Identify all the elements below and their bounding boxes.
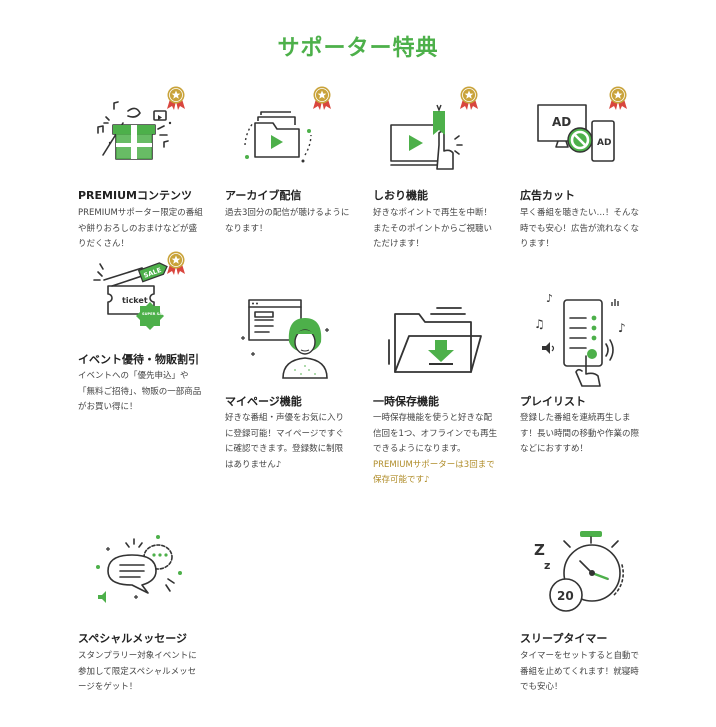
svg-text:♪: ♪ <box>546 292 553 305</box>
feature-desc: イベントへの「優先申込」や「無料ご招待」、物販の一部商品がお買い得に！ <box>78 371 202 412</box>
feature-note: PREMIUMサポーターは3回まで保存可能です♪ <box>373 459 495 486</box>
svg-text:♫: ♫ <box>534 317 545 331</box>
feature-title: マイページ機能 <box>225 395 302 408</box>
feature-desc: タイマーをセットすると自動で番組を止めてくれます！就寝時でも安心！ <box>520 651 640 692</box>
mypage-avatar-icon <box>241 299 329 379</box>
feature-desc: スタンプラリー対象イベントに参加して限定スペシャルメッセージをゲット！ <box>78 651 197 692</box>
feature-desc: 早く番組を聴きたい…！そんな時でも安心！広告が流れなくなります！ <box>520 208 640 249</box>
feature-title: スペシャルメッセージ <box>78 632 188 645</box>
download-folder-icon <box>388 307 482 373</box>
feature-title: イベント優待・物販割引 <box>78 353 199 366</box>
feature-desc: 好きな番組・声優をお気に入りに登録可能！マイページですぐに確認できます。登録数に… <box>225 413 345 470</box>
feature-desc: 一時保存機能を使うと好きな配信回を1つ、オフラインでも再生できるようになります。… <box>373 411 499 489</box>
feature-title: PREMIUMコンテンツ <box>78 189 192 202</box>
ad-block-icon: AD AD <box>537 86 628 162</box>
ticket-sale-icon: ticket SALE SUPER SALE <box>93 251 186 330</box>
archive-folder-icon <box>244 86 332 163</box>
feature-title: プレイリスト <box>520 395 586 408</box>
feature-desc: PREMIUMサポーター限定の番組や餅りおろしのおまけなどが盛りだくさん！ <box>78 208 203 249</box>
timer-value: 20 <box>557 589 574 603</box>
sleep-z-big: Z <box>534 541 545 559</box>
svg-text:♪: ♪ <box>618 321 626 335</box>
message-bubbles-icon <box>96 535 182 603</box>
sleep-timer-icon: 20 Z z <box>534 531 624 612</box>
feature-title: 一時保存機能 <box>373 395 439 408</box>
feature-desc: 好きなポイントで再生を中断！またそのポイントからご視聴いただけます！ <box>373 208 493 249</box>
feature-desc-text: 一時保存機能を使うと好きな配信回を1つ、オフラインでも再生できるようになります。 <box>373 413 498 454</box>
ticket-label: ticket <box>122 296 148 305</box>
feature-desc: 登録した番組を連続再生します！長い時間の移動や作業の際などにおすすめ！ <box>520 413 640 454</box>
feature-title: しおり機能 <box>373 189 428 202</box>
page-title: サポーター特典 <box>277 36 439 61</box>
feature-desc: 過去3回分の配信が聴けるようになります！ <box>225 208 350 234</box>
bookmark-play-icon <box>390 86 479 170</box>
gift-icon <box>97 86 186 160</box>
feature-title: 広告カット <box>520 189 575 202</box>
playlist-phone-icon: ♪ ♫ ♪ <box>534 292 626 387</box>
feature-title: スリープタイマー <box>520 632 608 645</box>
feature-title: アーカイブ配信 <box>225 189 302 202</box>
super-sale-label: SUPER SALE <box>142 312 167 316</box>
ad-label: AD <box>552 115 571 129</box>
ad-label-small: AD <box>597 138 611 148</box>
sleep-z-small: z <box>544 559 550 572</box>
